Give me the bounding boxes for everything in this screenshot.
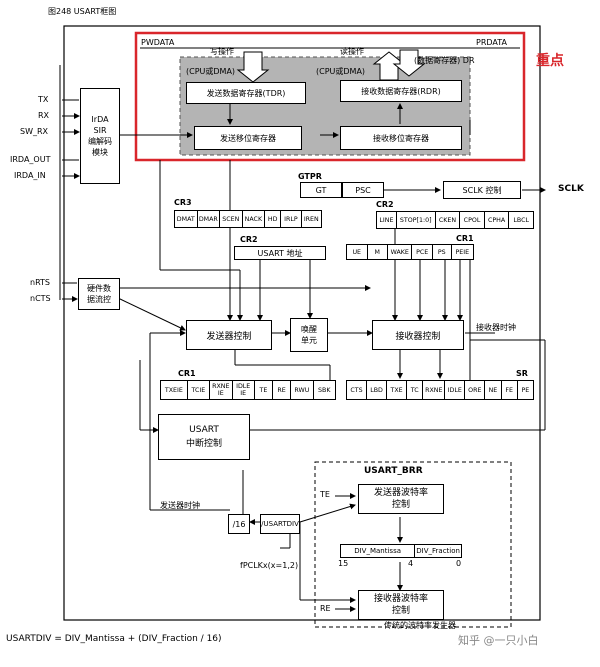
sclk-control: SCLK 控制 [443,181,521,199]
usartdiv-formula: USARTDIV = DIV_Mantissa + (DIV_Fraction … [6,634,222,644]
tx-clock-label: 发送器时钟 [160,501,200,510]
pwdata-label: PWDATA [141,38,175,47]
cr2-bit: CPOL [459,211,484,229]
cr1-top-register: UE M WAKE PCE PS PEIE [346,244,474,260]
tx-baud-control: 发送器波特率 控制 [358,484,444,514]
cr1-bottom-bit: RWU [290,380,313,400]
sr-label: SR [516,369,528,378]
gtpr-label: GTPR [298,172,322,181]
cpu-dma-left: (CPU或DMA) [186,67,236,76]
cr1-bit: M [366,244,388,260]
cr3-bit: IREN [300,210,322,228]
data-register-dr: (数据寄存器) DR [414,56,475,65]
hw-flow-control: 硬件数 据流控 [78,278,120,310]
rx-shift-register: 接收移位寄存器 [340,126,462,150]
cr3-bit: DMAT [174,210,197,228]
sr-bit: ORE [464,380,485,400]
div-mantissa-field: DIV_Mantissa [340,544,415,558]
cpu-dma-right: (CPU或DMA) [316,67,366,76]
cr1-top-label: CR1 [456,234,474,243]
rx-clock-label: 接收器时钟 [476,323,516,332]
usart-brr-label: USART_BRR [364,466,423,476]
sr-bit: TXE [386,380,407,400]
tx-shift-register: 发送移位寄存器 [194,126,302,150]
te-label: TE [320,490,330,499]
cr3-bit: NACK [241,210,265,228]
cr1-bottom-bit: RE [272,380,291,400]
cr1-bottom-bit: TE [253,380,273,400]
traditional-baud-label: 传统的波特率发生器 [384,621,456,630]
usartdiv-block: /USARTDIV [260,514,300,534]
bit-4: 4 [408,559,414,568]
sr-bit: CTS [346,380,367,400]
gt-field: GT [300,182,342,198]
pin-sclk: SCLK [558,184,584,194]
sr-bit: PE [516,380,534,400]
pin-rx: RX [38,111,50,120]
highlight-label: 重点 [536,53,564,69]
cr3-label: CR3 [174,198,192,207]
cr1-bit: PS [431,244,451,260]
cr1-register: TXEIE TCIE RXNE IE IDLE IE TE RE RWU SBK [160,380,336,400]
pin-sw-rx: SW_RX [20,127,49,136]
figure-caption: 图248 USART框图 [48,7,117,16]
usart-interrupt-control: USART 中断控制 [158,414,250,460]
cr2-bit: STOP[1:0] [395,211,435,229]
tdr-register: 发送数据寄存器(TDR) [186,82,306,104]
sr-bit: FE [500,380,517,400]
sr-register: CTS LBD TXE TC RXNE IDLE ORE NE FE PE [346,380,534,400]
tx-controller: 发送器控制 [186,320,272,350]
cr1-bottom-bit: TXEIE [160,380,187,400]
read-op-label: 读操作 [340,47,364,56]
irda-block: IrDA SIR 编解码 模块 [80,88,120,184]
cr2-bit: LINE [376,211,396,229]
usart-address: USART 地址 [234,246,326,260]
pin-irda-in: IRDA_IN [14,171,46,180]
psc-field: PSC [342,182,384,198]
cr2-bit: LBCL [508,211,534,229]
cr2-mid-label: CR2 [240,235,258,244]
pin-ncts: nCTS [30,294,51,303]
cr2-top-label: CR2 [376,200,394,209]
cr2-bit: CKEN [434,211,460,229]
sr-bit: RXNE [422,380,445,400]
cr3-bit: SCEN [219,210,242,228]
sr-bit: TC [406,380,423,400]
pin-nrts: nRTS [30,278,51,287]
cr3-bit: IRLP [280,210,301,228]
cr1-bottom-label: CR1 [178,369,196,378]
pin-irda-out: IRDA_OUT [10,155,51,164]
cr3-bit: HD [264,210,281,228]
cr2-register: LINE STOP[1:0] CKEN CPOL CPHA LBCL [376,211,534,229]
prdata-label: PRDATA [476,38,507,47]
re-label: RE [320,604,331,613]
sr-bit: IDLE [444,380,465,400]
wakeup-unit: 唤醒 单元 [290,318,328,352]
div-fraction-field: DIV_Fraction [414,544,462,558]
watermark: 知乎 @一只小白 [458,634,539,647]
cr2-bit: CPHA [483,211,509,229]
cr1-bottom-bit: TCIE [186,380,210,400]
write-op-label: 写操作 [210,47,234,56]
cr1-bit: PEIE [450,244,474,260]
sr-bit: NE [484,380,501,400]
rx-baud-control: 接收器波特率 控制 [358,590,444,620]
bit-0: 0 [456,559,462,568]
cr1-bottom-bit: IDLE IE [231,380,254,400]
rx-controller: 接收器控制 [372,320,464,350]
sr-bit: LBD [366,380,387,400]
brr-register: DIV_Mantissa DIV_Fraction [340,544,462,558]
div16-block: /16 [228,514,250,534]
cr3-bit: DMAR [196,210,220,228]
rdr-register: 接收数据寄存器(RDR) [340,80,462,102]
cr1-bottom-bit: RXNE IE [209,380,232,400]
cr1-bit: WAKE [387,244,412,260]
cr1-bit: UE [346,244,367,260]
bit-15: 15 [338,559,349,568]
pclk-label: fPCLKx(x=1,2) [240,561,299,570]
cr1-bottom-bit: SBK [312,380,336,400]
cr3-register: DMAT DMAR SCEN NACK HD IRLP IREN [174,210,322,228]
pin-tx: TX [38,95,49,104]
cr1-bit: PCE [411,244,432,260]
